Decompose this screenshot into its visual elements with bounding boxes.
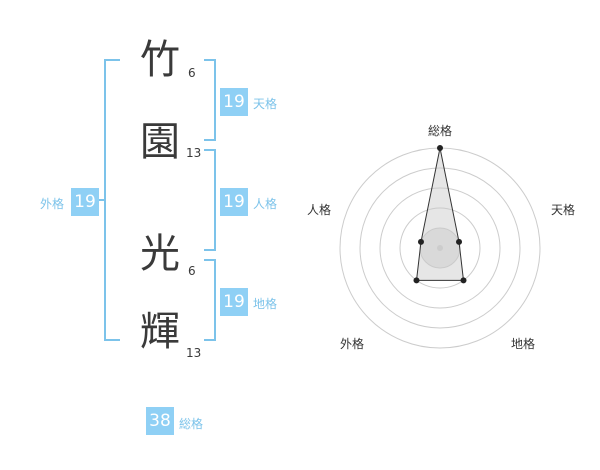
radar-point-1: [456, 238, 463, 245]
radar-axis-label-gaikaku: 外格: [340, 337, 365, 351]
gaikaku-label: 外格: [40, 197, 65, 211]
radar-axis-label-soukaku: 総格: [428, 124, 453, 138]
radar-point-2: [460, 277, 467, 284]
chikaku-label: 地格: [253, 297, 278, 311]
name-char-3: 光: [140, 231, 180, 277]
jinkaku-label: 人格: [253, 197, 278, 211]
radar-axis-label-jinkaku: 人格: [307, 203, 332, 217]
soukaku-value: 38: [146, 407, 174, 435]
name-char-2: 園: [140, 119, 180, 165]
stroke-count-1: 6: [188, 66, 196, 80]
radar-center: [437, 245, 443, 251]
radar-ring-4: [359, 167, 521, 329]
radar-axis-label-chikaku: 地格: [511, 337, 536, 351]
radar-polygon: [415, 147, 465, 281]
radar-point-3: [413, 277, 420, 284]
chikaku-value: 19: [220, 288, 248, 316]
soukaku-label: 総格: [179, 417, 204, 431]
radar-axis-label-tenkaku: 天格: [551, 203, 576, 217]
gaikaku-value: 19: [71, 188, 99, 216]
tenkaku-bracket: [204, 59, 216, 141]
tenkaku-label: 天格: [253, 97, 278, 111]
radar-point-0: [437, 145, 443, 151]
stroke-count-2: 13: [186, 146, 202, 160]
jinkaku-bracket: [204, 149, 216, 251]
stroke-count-3: 6: [188, 264, 196, 278]
name-char-1: 竹: [140, 37, 180, 83]
radar-ring-2: [399, 207, 481, 289]
stroke-count-4: 13: [186, 346, 202, 360]
jinkaku-value: 19: [220, 188, 248, 216]
tenkaku-value: 19: [220, 88, 248, 116]
chikaku-bracket: [204, 259, 216, 341]
name-char-4: 輝: [140, 309, 180, 355]
radar-point-4: [417, 238, 424, 245]
radar-ring-3: [379, 187, 501, 309]
